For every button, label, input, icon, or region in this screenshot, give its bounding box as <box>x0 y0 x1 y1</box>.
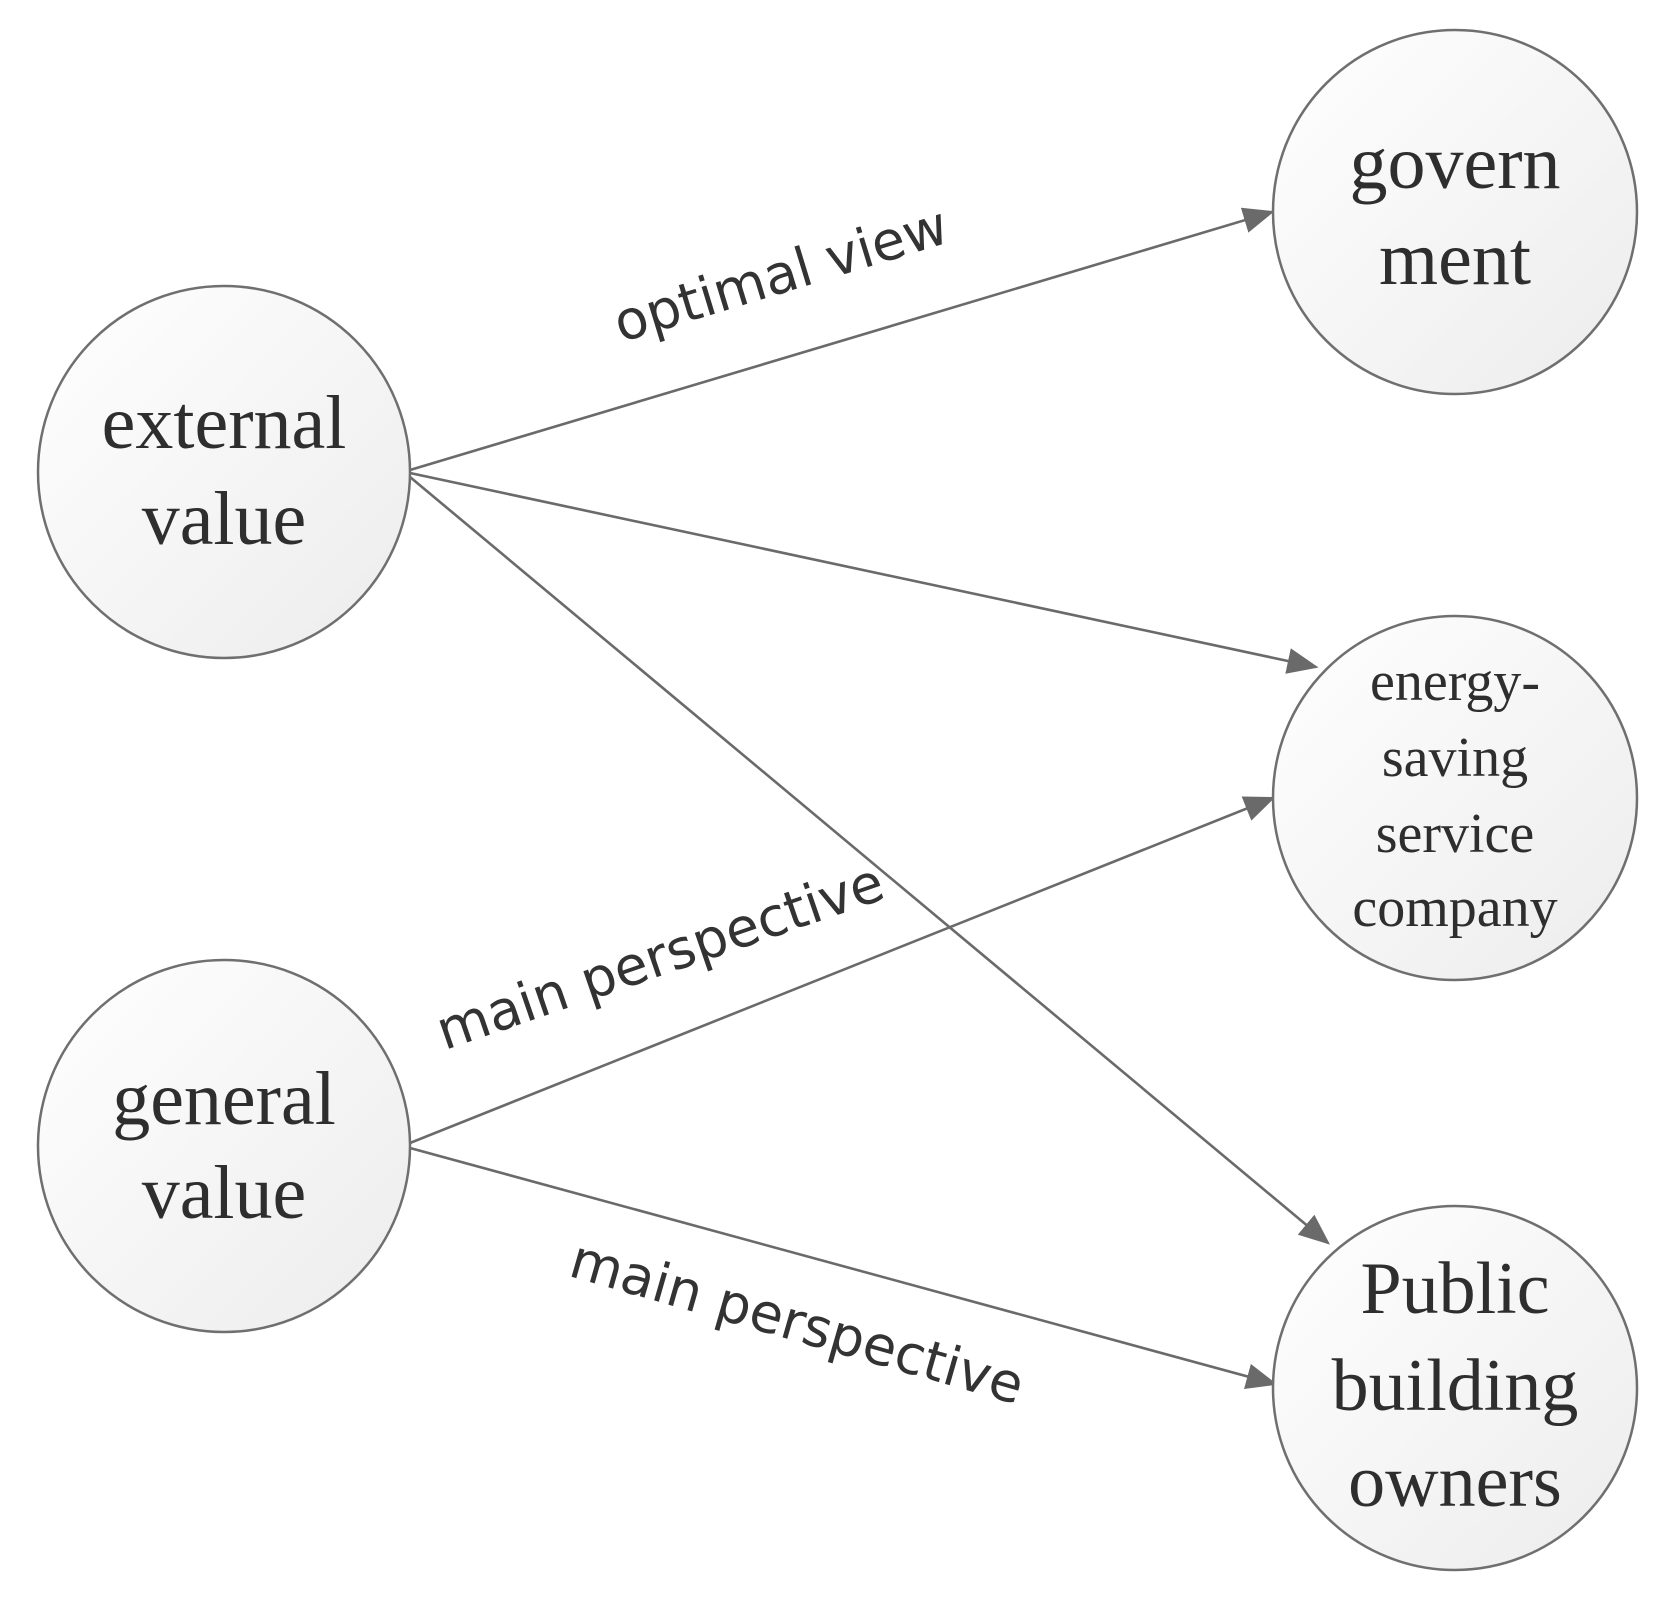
edge-label-optimal-view: optimal view <box>606 194 955 355</box>
edge-external-to-government <box>409 207 1275 472</box>
node-energy-saving-service-company: energy- saving service company <box>1271 614 1639 982</box>
edge-general-to-energy-saving <box>409 796 1276 1145</box>
node-label-line: value <box>142 477 307 561</box>
node-label-line: energy- <box>1370 651 1540 713</box>
edge-external-to-public-building <box>409 476 1330 1245</box>
node-label-line: external <box>102 381 347 465</box>
node-label-line: Public <box>1360 1248 1549 1330</box>
node-external-value: external value <box>36 284 412 660</box>
edge-label-main-perspective-upper: main perspective <box>428 850 891 1062</box>
node-label-line: building <box>1332 1345 1579 1427</box>
node-label-line: govern <box>1349 121 1560 205</box>
edge-label-main-perspective-lower: main perspective <box>563 1227 1031 1417</box>
node-label-line: owners <box>1348 1441 1562 1523</box>
node-label-line: value <box>142 1151 307 1235</box>
node-label-line: general <box>112 1057 336 1141</box>
node-public-building-owners: Public building owners <box>1271 1204 1639 1572</box>
node-label-line: company <box>1352 877 1557 939</box>
node-general-value: general value <box>36 958 412 1334</box>
node-label-line: service <box>1376 803 1535 865</box>
node-label-line: ment <box>1379 217 1531 301</box>
edge-external-to-energy-saving <box>409 471 1319 674</box>
node-label-line: saving <box>1382 727 1528 789</box>
node-government: govern ment <box>1271 28 1639 396</box>
edge-general-to-public-building <box>409 1146 1278 1390</box>
